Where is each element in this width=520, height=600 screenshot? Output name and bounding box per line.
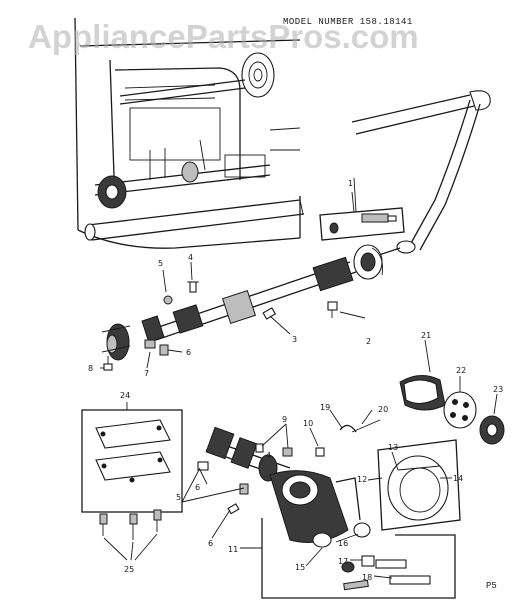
part-11-hook-assembly bbox=[261, 470, 456, 599]
callout-label: 8 bbox=[88, 364, 93, 373]
callout-label: 15 bbox=[295, 563, 305, 572]
callout-label: 21 bbox=[421, 331, 431, 340]
lever-arm bbox=[351, 90, 491, 259]
model-number-label: MODEL NUMBER 158.18141 bbox=[283, 17, 413, 27]
callout-label: 11 bbox=[228, 545, 238, 554]
callout-label: 2 bbox=[366, 337, 371, 346]
callout-label: 14 bbox=[453, 474, 463, 483]
callout-label: 5 bbox=[176, 493, 181, 502]
part-1-pin-assembly bbox=[319, 177, 405, 241]
callout-label: 4 bbox=[188, 253, 193, 262]
callout-label: 9 bbox=[282, 415, 287, 424]
machine-overview-inset bbox=[74, 17, 305, 249]
callout-label: 25 bbox=[124, 565, 134, 574]
callout-label: 24 bbox=[120, 391, 130, 400]
callout-label: 4 bbox=[266, 451, 271, 460]
part-12-hook-race bbox=[377, 439, 461, 531]
callout-label: 20 bbox=[378, 405, 388, 414]
callout-labels: 1 2 3 4 4 5 5 6 6 6 7 8 9 10 11 12 13 14… bbox=[88, 179, 503, 582]
callout-label: 6 bbox=[186, 348, 191, 357]
callout-label: 6 bbox=[195, 483, 200, 492]
callout-label: 10 bbox=[303, 419, 313, 428]
callout-label: 13 bbox=[388, 443, 398, 452]
callout-label: 17 bbox=[338, 557, 348, 566]
parts-19-to-23 bbox=[315, 375, 505, 457]
part-24-plate-group bbox=[81, 409, 183, 561]
callout-label: 22 bbox=[456, 366, 466, 375]
callout-label: 23 bbox=[493, 385, 503, 394]
main-shaft-assembly bbox=[101, 244, 383, 371]
watermark-text: AppliancePartsPros.com bbox=[28, 18, 419, 55]
callout-label: 1 bbox=[348, 179, 353, 188]
callout-label: 12 bbox=[357, 475, 367, 484]
callout-leader-lines bbox=[100, 191, 498, 579]
callout-label: 6 bbox=[208, 539, 213, 548]
callout-label: 7 bbox=[144, 369, 149, 378]
lower-gear-assembly bbox=[197, 426, 293, 515]
callout-label: 16 bbox=[338, 539, 348, 548]
callout-label: 18 bbox=[362, 573, 372, 582]
callout-label: 19 bbox=[320, 403, 330, 412]
page-label: P5 bbox=[486, 581, 497, 591]
callout-label: 3 bbox=[292, 335, 297, 344]
callout-label: 5 bbox=[158, 259, 163, 268]
